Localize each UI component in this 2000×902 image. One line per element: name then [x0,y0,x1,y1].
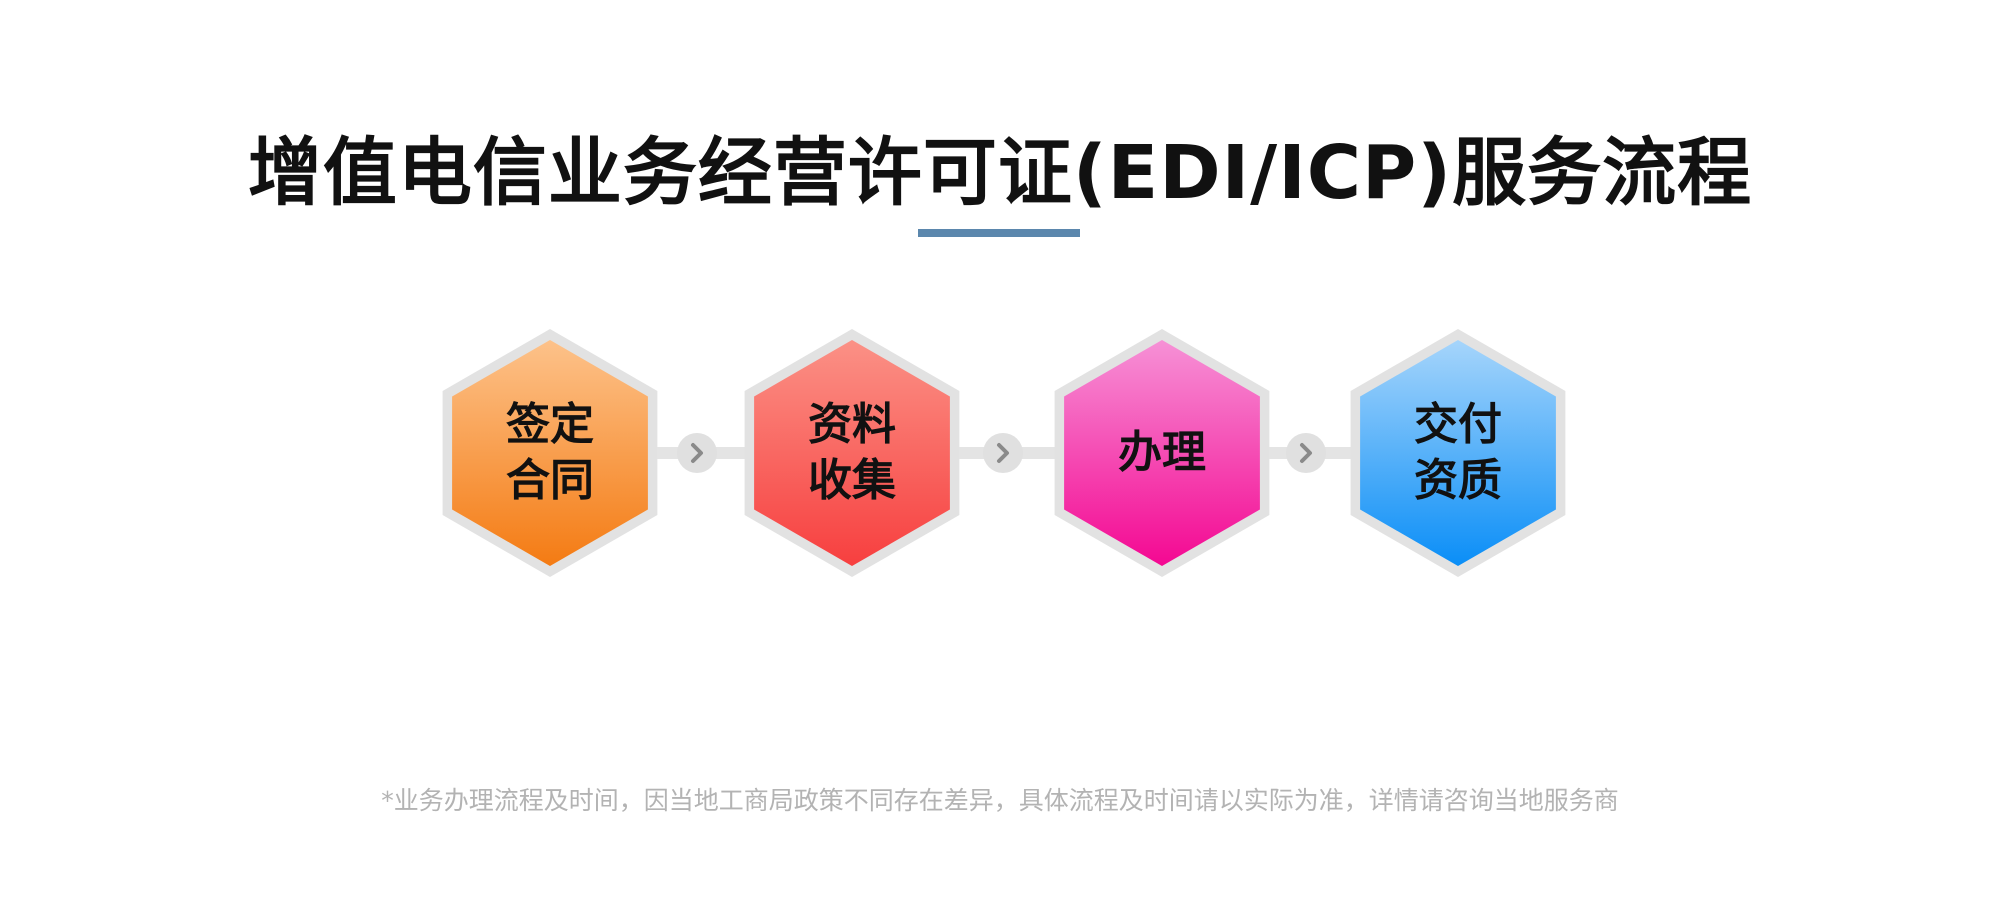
step-label: 交付资质 [1363,397,1553,509]
step-label-line: 办理 [1118,427,1206,478]
step-hexagon [1360,340,1556,566]
step-label: 签定合同 [455,397,645,509]
step-label-line: 签定 [506,399,594,450]
step-label-line: 资质 [1414,455,1502,506]
step-label-line: 资料 [808,399,896,450]
footnote: *业务办理流程及时间，因当地工商局政策不同存在差异，具体流程及时间请以实际为准，… [381,786,1619,815]
chevron-right-icon [691,443,703,463]
chevron-right-icon [1300,443,1312,463]
connector-circle [1286,433,1326,473]
step-label: 资料收集 [757,397,947,509]
step-hexagon [452,340,648,566]
chevron-right-icon [997,443,1009,463]
connector-circle [983,433,1023,473]
step-label-line: 交付 [1414,399,1502,450]
step-hexagon [754,340,950,566]
title-underline [918,229,1080,237]
step-label-line: 收集 [808,455,896,506]
connector-circle [677,433,717,473]
step-hexagon [1064,340,1260,566]
step-label: 办理 [1067,425,1257,481]
page-title: 增值电信业务经营许可证(EDI/ICP)服务流程 [247,130,1753,216]
step-label-line: 合同 [506,455,594,506]
